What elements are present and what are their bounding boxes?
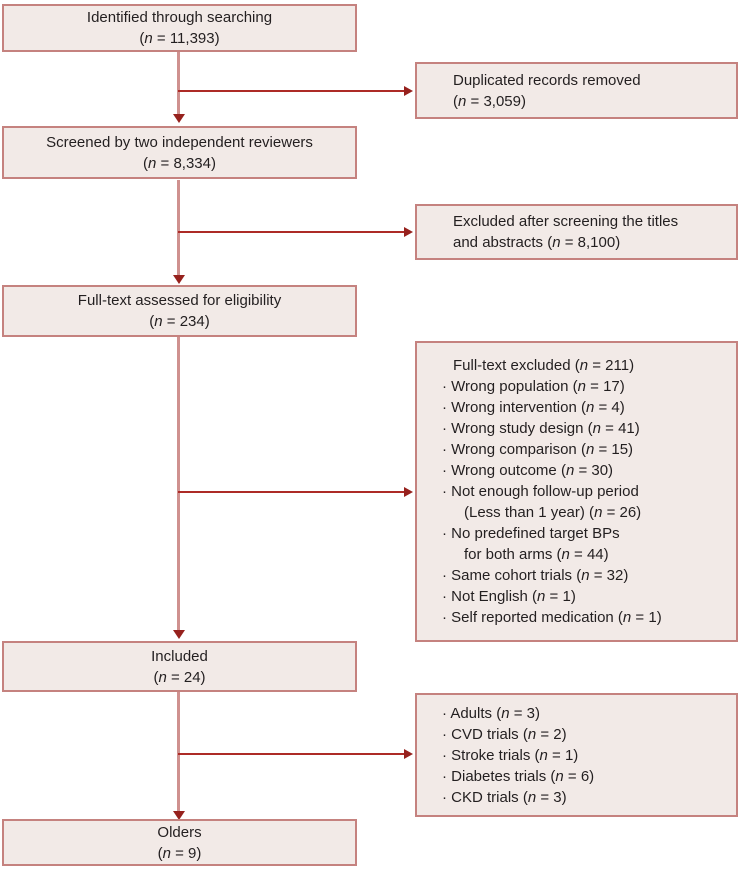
box-fulltext-excluded-line-2: · Wrong population (n = 17) [442,378,625,395]
box-included-subgroups-line-2: · CVD trials (n = 2) [442,725,567,743]
branch-to-included-subgroups [178,753,406,755]
box-screened-line-1: Screened by two independent reviewers [46,133,313,151]
box-duplicates-removed-line-1: Duplicated records removed [453,71,641,89]
box-included-subgroups-line-4: · Diabetes trials (n = 6) [442,767,595,785]
connector-screened-to-fulltext [177,180,180,279]
box-fulltext-excluded-line-5: · Wrong comparison (n = 15) [442,441,634,458]
arrowhead-right-duplicates-removed [404,86,413,96]
box-fulltext-excluded-line-3: · Wrong intervention (n = 4) [442,399,625,416]
box-included-subgroups-line-5: · CKD trials (n = 3) [442,788,567,806]
arrowhead-right-fulltext-excluded [404,487,413,497]
branch-to-fulltext-excluded [178,491,406,493]
box-screened-line-2: (n = 8,334) [143,154,216,172]
box-olders: Olders (n = 9) [2,819,357,866]
box-fulltext-excluded-line-7: · Not enough follow-up period [442,483,639,500]
box-fulltext-excluded-line-11: · Same cohort trials (n = 32) [442,567,629,584]
box-fulltext-excluded-line-1: Full-text excluded (n = 211) [453,357,635,374]
arrowhead-down-included [172,630,185,639]
box-duplicates-removed: Duplicated records removed (n = 3,059) [415,62,738,119]
box-excluded-screening-line-1: Excluded after screening the titles [453,213,679,230]
box-fulltext-assessed-line-2: (n = 234) [149,313,210,330]
arrowhead-down-olders [172,811,185,820]
box-fulltext-excluded-line-8: (Less than 1 year) (n = 26) [464,504,642,521]
box-included-subgroups: · Adults (n = 3) · CVD trials (n = 2) · … [415,693,738,817]
arrowhead-down-fulltext [172,275,185,284]
box-excluded-screening-line-2: and abstracts (n = 8,100) [453,234,621,251]
box-excluded-screening: Excluded after screening the titles and … [415,204,738,260]
arrowhead-down-screened [172,114,185,123]
box-olders-line-1: Olders [157,823,202,841]
box-fulltext-assessed: Full-text assessed for eligibility (n = … [2,285,357,337]
box-identified-line-1: Identified through searching [86,9,273,26]
arrowhead-right-included-subgroups [404,749,413,759]
connector-identified-to-screened [177,48,180,118]
box-identified: Identified through searching (n = 11,393… [2,4,357,52]
box-duplicates-removed-line-2: (n = 3,059) [453,92,526,110]
box-fulltext-excluded-line-12: · Not English (n = 1) [442,588,576,605]
box-identified-line-2: (n = 11,393) [139,30,220,47]
box-screened: Screened by two independent reviewers (n… [2,126,357,179]
box-included-line-2: (n = 24) [153,668,206,686]
branch-to-duplicates-removed [178,90,406,92]
box-included-line-1: Included [151,647,208,665]
box-included-subgroups-line-1: · Adults (n = 3) [442,704,540,722]
connector-fulltext-to-included [177,337,180,634]
arrowhead-right-excluded-screening [404,227,413,237]
box-fulltext-excluded-line-4: · Wrong study design (n = 41) [442,420,640,437]
box-included: Included (n = 24) [2,641,357,692]
box-included-subgroups-line-3: · Stroke trials (n = 1) [442,746,579,764]
box-fulltext-excluded: Full-text excluded (n = 211) · Wrong pop… [415,341,738,642]
box-fulltext-excluded-line-10: for both arms (n = 44) [464,546,609,563]
box-olders-line-2: (n = 9) [157,844,202,862]
box-fulltext-excluded-line-13: · Self reported medication (n = 1) [442,609,662,626]
branch-to-excluded-screening [178,231,406,233]
box-fulltext-assessed-line-1: Full-text assessed for eligibility [77,292,282,309]
box-fulltext-excluded-line-9: · No predefined target BPs [442,525,620,542]
box-fulltext-excluded-line-6: · Wrong outcome (n = 30) [442,462,614,479]
